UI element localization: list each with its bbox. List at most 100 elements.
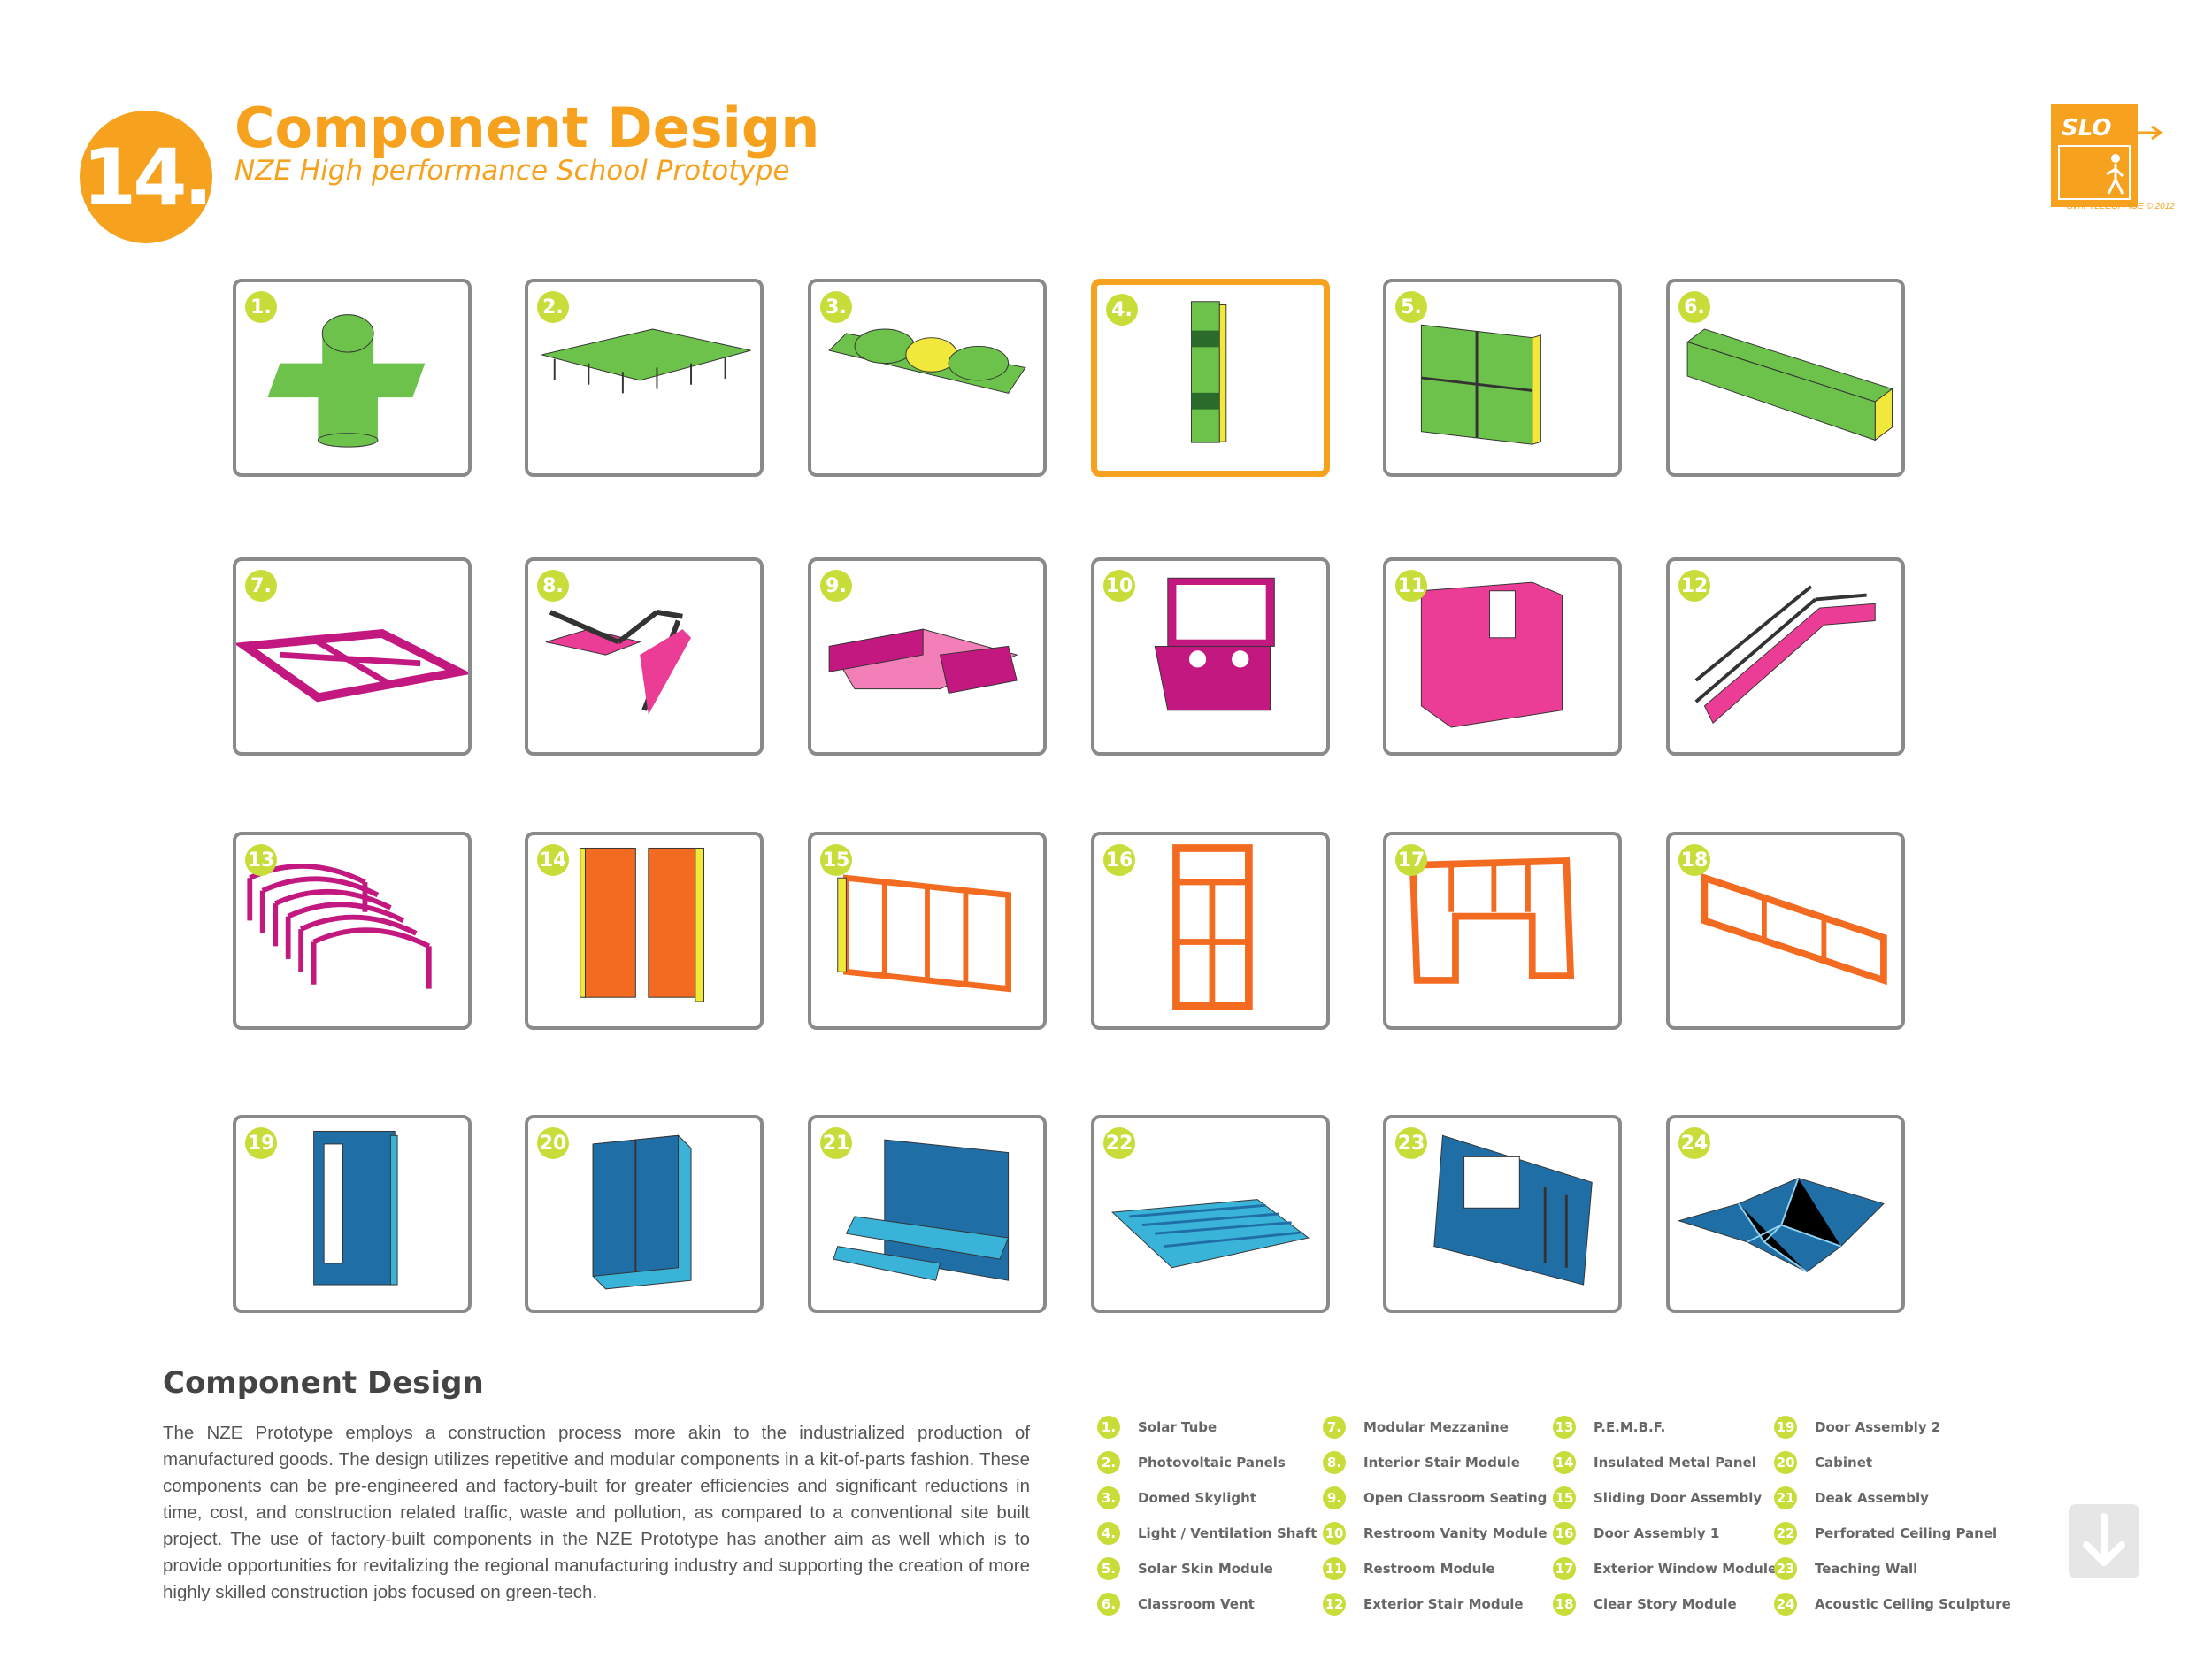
component-illustration-13 [247,864,432,989]
legend-label: Door Assembly 2 [1815,1419,1941,1435]
legend-label: Exterior Stair Module [1363,1596,1524,1612]
tile-number-badge: 2. [537,291,569,323]
component-tile-19[interactable]: 19 [233,1115,472,1313]
legend-column: 7. Modular Mezzanine 8. Interior Stair M… [1323,1409,1548,1622]
legend-label: Classroom Vent [1138,1596,1255,1612]
component-tile-20[interactable]: 20 [525,1115,764,1313]
component-tile-6[interactable]: 6. [1666,279,1905,477]
legend-item: 23 Teaching Wall [1774,1551,2011,1586]
legend-item: 20 Cabinet [1774,1445,2011,1480]
legend-label: Restroom Vanity Module [1363,1525,1548,1541]
arrow-down-icon [2083,1513,2125,1566]
component-tile-23[interactable]: 23 [1383,1115,1622,1313]
component-tile-3[interactable]: 3. [808,279,1047,477]
legend-number-badge: 20 [1774,1451,1797,1474]
legend-label: Photovoltaic Panels [1138,1455,1286,1471]
legend-label: Domed Skylight [1138,1490,1256,1506]
component-illustration-22 [1110,1199,1310,1269]
component-tile-1[interactable]: 1. [233,279,472,477]
legend-number-badge: 23 [1774,1557,1797,1580]
legend-number-badge: 22 [1774,1522,1797,1545]
tile-number-badge: 15 [820,844,852,876]
tile-number-badge: 24 [1678,1127,1710,1159]
component-illustration-8 [545,610,692,715]
tile-number-badge: 11 [1395,570,1427,602]
legend-number-badge: 16 [1553,1522,1576,1545]
component-tile-2[interactable]: 2. [525,279,764,477]
tile-number-badge: 9. [820,570,852,602]
component-tile-4[interactable]: 4. [1091,279,1330,477]
legend-item: 14 Insulated Metal Panel [1553,1445,1777,1480]
legend-item: 6. Classroom Vent [1097,1586,1317,1622]
component-tile-11[interactable]: 11 [1383,557,1622,756]
legend-item: 11 Restroom Module [1323,1551,1548,1586]
legend-label: Clear Story Module [1594,1596,1737,1612]
section-number-badge: 14. [80,111,213,243]
tile-number-badge: 5. [1395,291,1427,323]
scroll-down-button[interactable] [2069,1504,2139,1578]
page-title: Component Design [234,96,820,160]
legend-label: Interior Stair Module [1363,1455,1520,1471]
component-tile-24[interactable]: 24 [1666,1115,1905,1313]
component-tile-21[interactable]: 21 [808,1115,1047,1313]
legend-label: Acoustic Ceiling Sculpture [1815,1596,2011,1612]
component-tile-10[interactable]: 10 [1091,557,1330,756]
legend-label: Teaching Wall [1815,1561,1918,1577]
legend-number-badge: 7. [1323,1416,1346,1439]
legend-column: 19 Door Assembly 2 20 Cabinet 21 Deak As… [1774,1409,2011,1622]
component-tile-13[interactable]: 13 [233,832,472,1030]
tile-number-badge: 23 [1395,1127,1427,1159]
legend-label: Solar Tube [1138,1419,1217,1435]
component-illustration-12 [1694,585,1876,724]
component-tile-18[interactable]: 18 [1666,832,1905,1030]
legend-item: 3. Domed Skylight [1097,1480,1317,1516]
component-tile-5[interactable]: 5. [1383,279,1622,477]
legend-number-badge: 21 [1774,1486,1797,1509]
legend-number-badge: 24 [1774,1593,1797,1616]
component-tile-17[interactable]: 17 [1383,832,1622,1030]
legend-number-badge: 6. [1097,1593,1120,1616]
component-illustration-15 [837,874,1011,993]
legend-label: Deak Assembly [1815,1490,1929,1506]
component-tile-7[interactable]: 7. [233,557,472,756]
legend-number-badge: 12 [1323,1593,1346,1616]
legend-number-badge: 18 [1553,1593,1576,1616]
tile-number-badge: 20 [537,1127,569,1159]
legend-label: Cabinet [1815,1455,1873,1471]
tile-number-badge: 16 [1103,844,1135,876]
component-tile-9[interactable]: 9. [808,557,1047,756]
legend-number-badge: 15 [1553,1486,1576,1509]
tile-number-badge: 17 [1395,844,1427,876]
component-tile-8[interactable]: 8. [525,557,764,756]
component-illustration-4 [1190,301,1227,443]
legend-item: 8. Interior Stair Module [1323,1445,1548,1480]
component-tile-16[interactable]: 16 [1091,832,1330,1030]
legend-number-badge: 1. [1097,1416,1120,1439]
tile-number-badge: 18 [1678,844,1710,876]
legend-label: P.E.M.B.F. [1594,1419,1666,1435]
legend-item: 19 Door Assembly 2 [1774,1409,2011,1445]
tile-number-badge: 6. [1678,291,1710,323]
tile-number-badge: 13 [245,844,277,876]
description-body: The NZE Prototype employs a construction… [163,1423,1030,1602]
component-illustration-16 [1172,844,1253,1010]
logo-arrow-icon [2132,125,2163,141]
legend-number-badge: 8. [1323,1451,1346,1474]
component-tile-22[interactable]: 22 [1091,1115,1330,1313]
legend-item: 12 Exterior Stair Module [1323,1586,1548,1622]
component-tile-15[interactable]: 15 [808,832,1047,1030]
tile-number-badge: 14 [537,844,569,876]
legend-label: Solar Skin Module [1138,1561,1273,1577]
legend-item: 9. Open Classroom Seating [1323,1480,1548,1516]
legend-label: Open Classroom Seating [1363,1490,1548,1506]
component-illustration-14 [580,847,704,1002]
component-tile-12[interactable]: 12 [1666,557,1905,756]
legend-number-badge: 19 [1774,1416,1797,1439]
component-tile-14[interactable]: 14 [525,832,764,1030]
legend-label: Light / Ventilation Shaft [1138,1525,1317,1541]
legend-number-badge: 4. [1097,1522,1120,1545]
tile-number-badge: 21 [820,1127,852,1159]
tile-number-badge: 12 [1678,570,1710,602]
legend-label: Door Assembly 1 [1594,1525,1720,1541]
legend-number-badge: 17 [1553,1557,1576,1580]
